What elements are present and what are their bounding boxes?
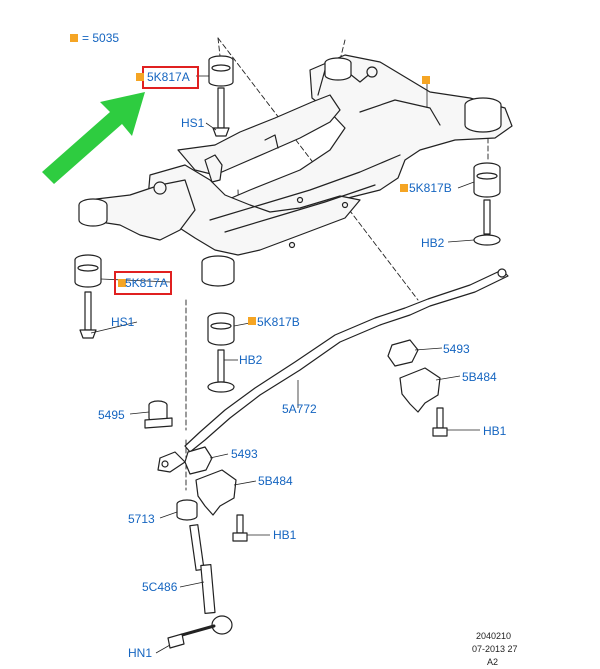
bolts-hs1 [79,87,230,339]
label-leaders [90,75,480,654]
callout-hn1: HN1 [128,646,153,660]
callout-5a772: 5A772 [282,402,317,416]
callout-hb1-right: HB1 [483,424,507,438]
legend-marker [70,34,78,42]
footer-line-3: A2 [487,657,499,667]
callout-hs1-lower: HS1 [111,315,135,329]
callout-5493-left: 5493 [231,447,258,461]
callout-hb2-right: HB2 [421,236,445,250]
footer-line-2: 07-2013 27 [472,644,518,654]
legend-text: = 5035 [82,31,120,45]
stabilizer-bar [157,268,509,473]
mount-tubes [78,57,502,287]
callout-5713: 5713 [128,512,155,526]
callout-5k817a-top: 5K817A [147,70,190,84]
footer-line-1: 2040210 [476,631,512,641]
pointer-arrow [42,92,145,184]
callout-5b484-left: 5B484 [258,474,293,488]
callout-hs1-top: HS1 [181,116,205,130]
callout-5b484-right: 5B484 [462,370,497,384]
brackets [195,367,441,516]
marker-5k817b-center [248,317,256,325]
callout-5k817b-right: 5K817B [409,181,452,195]
highlight-box-left [114,271,172,295]
bolts-hb1 [232,407,448,542]
marker-5k817a-left [118,279,126,287]
callout-hb1-left: HB1 [273,528,297,542]
callout-5493-right: 5493 [443,342,470,356]
marker-5k817b-right [400,184,408,192]
stabilizer-link [167,499,233,649]
marker-subframe [422,76,430,84]
callout-5k817a-left: 5K817A [125,276,168,290]
bolts-hb2 [207,199,501,393]
bar-bushings [184,339,419,475]
callout-hb2-center: HB2 [239,353,263,367]
marker-5k817a-top [136,73,144,81]
callout-5c486: 5C486 [142,580,178,594]
subframe [85,54,513,256]
bushings [74,55,501,346]
callout-5k817b-center: 5K817B [257,315,300,329]
callout-5495: 5495 [98,408,125,422]
nut-5495 [144,400,173,429]
